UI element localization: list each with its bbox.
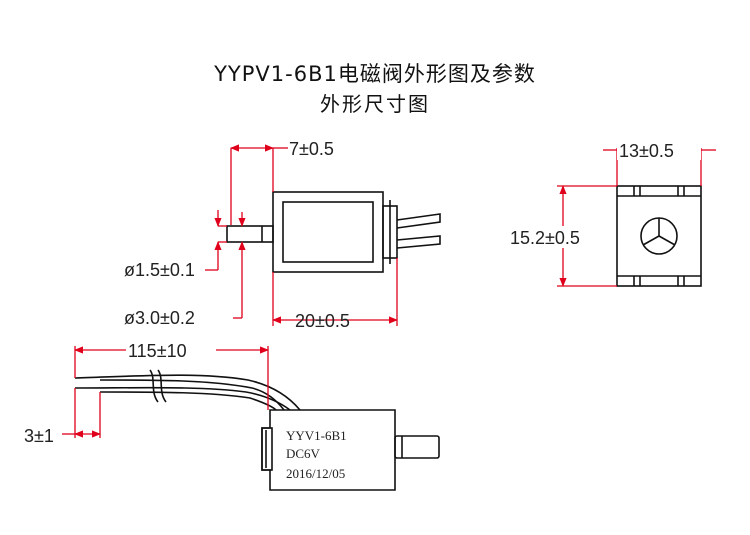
wire-3 (99, 379, 285, 411)
wire-1 (74, 374, 301, 411)
side-view-dimensions (557, 146, 716, 287)
break-mark-2 (157, 369, 167, 403)
plunger-pin (226, 225, 274, 243)
label-model: YYV1-6B1 (286, 428, 347, 443)
drawing-title: YYPV1-6B1电磁阀外形图及参数 (214, 62, 536, 86)
side-view-frame (616, 185, 702, 287)
label-date: 2016/12/05 (286, 466, 345, 481)
wire-4 (99, 391, 277, 411)
drawing-subtitle: 外形尺寸图 (320, 92, 430, 116)
terminal-lead-bottom (396, 235, 441, 249)
coil-outline (282, 201, 374, 263)
dim-pin-diameter: ø1.5±0.1 (124, 260, 195, 280)
bottom-view (74, 369, 440, 491)
dim-side-width: 13±0.5 (619, 141, 674, 161)
top-view (226, 191, 441, 273)
dim-wire-strip: 3±1 (24, 426, 54, 446)
dim-outer-diameter: ø3.0±0.2 (124, 308, 195, 328)
label-voltage: DC6V (286, 446, 321, 461)
bottom-view-dimensions (62, 346, 269, 438)
top-view-dimensions (205, 144, 398, 326)
dim-body-length: 7±0.5 (289, 139, 334, 159)
solenoid-body (272, 191, 384, 273)
dim-side-height: 15.2±0.5 (510, 228, 580, 248)
dim-total-length: 20±0.5 (295, 311, 350, 331)
side-view (616, 185, 702, 287)
mounting-tab (261, 427, 273, 471)
break-mark-1 (149, 369, 159, 403)
terminal-lead-top (396, 213, 441, 229)
plunger-bottom (394, 435, 440, 459)
dim-wire-length: 115±10 (128, 341, 187, 361)
wire-2 (74, 386, 291, 411)
